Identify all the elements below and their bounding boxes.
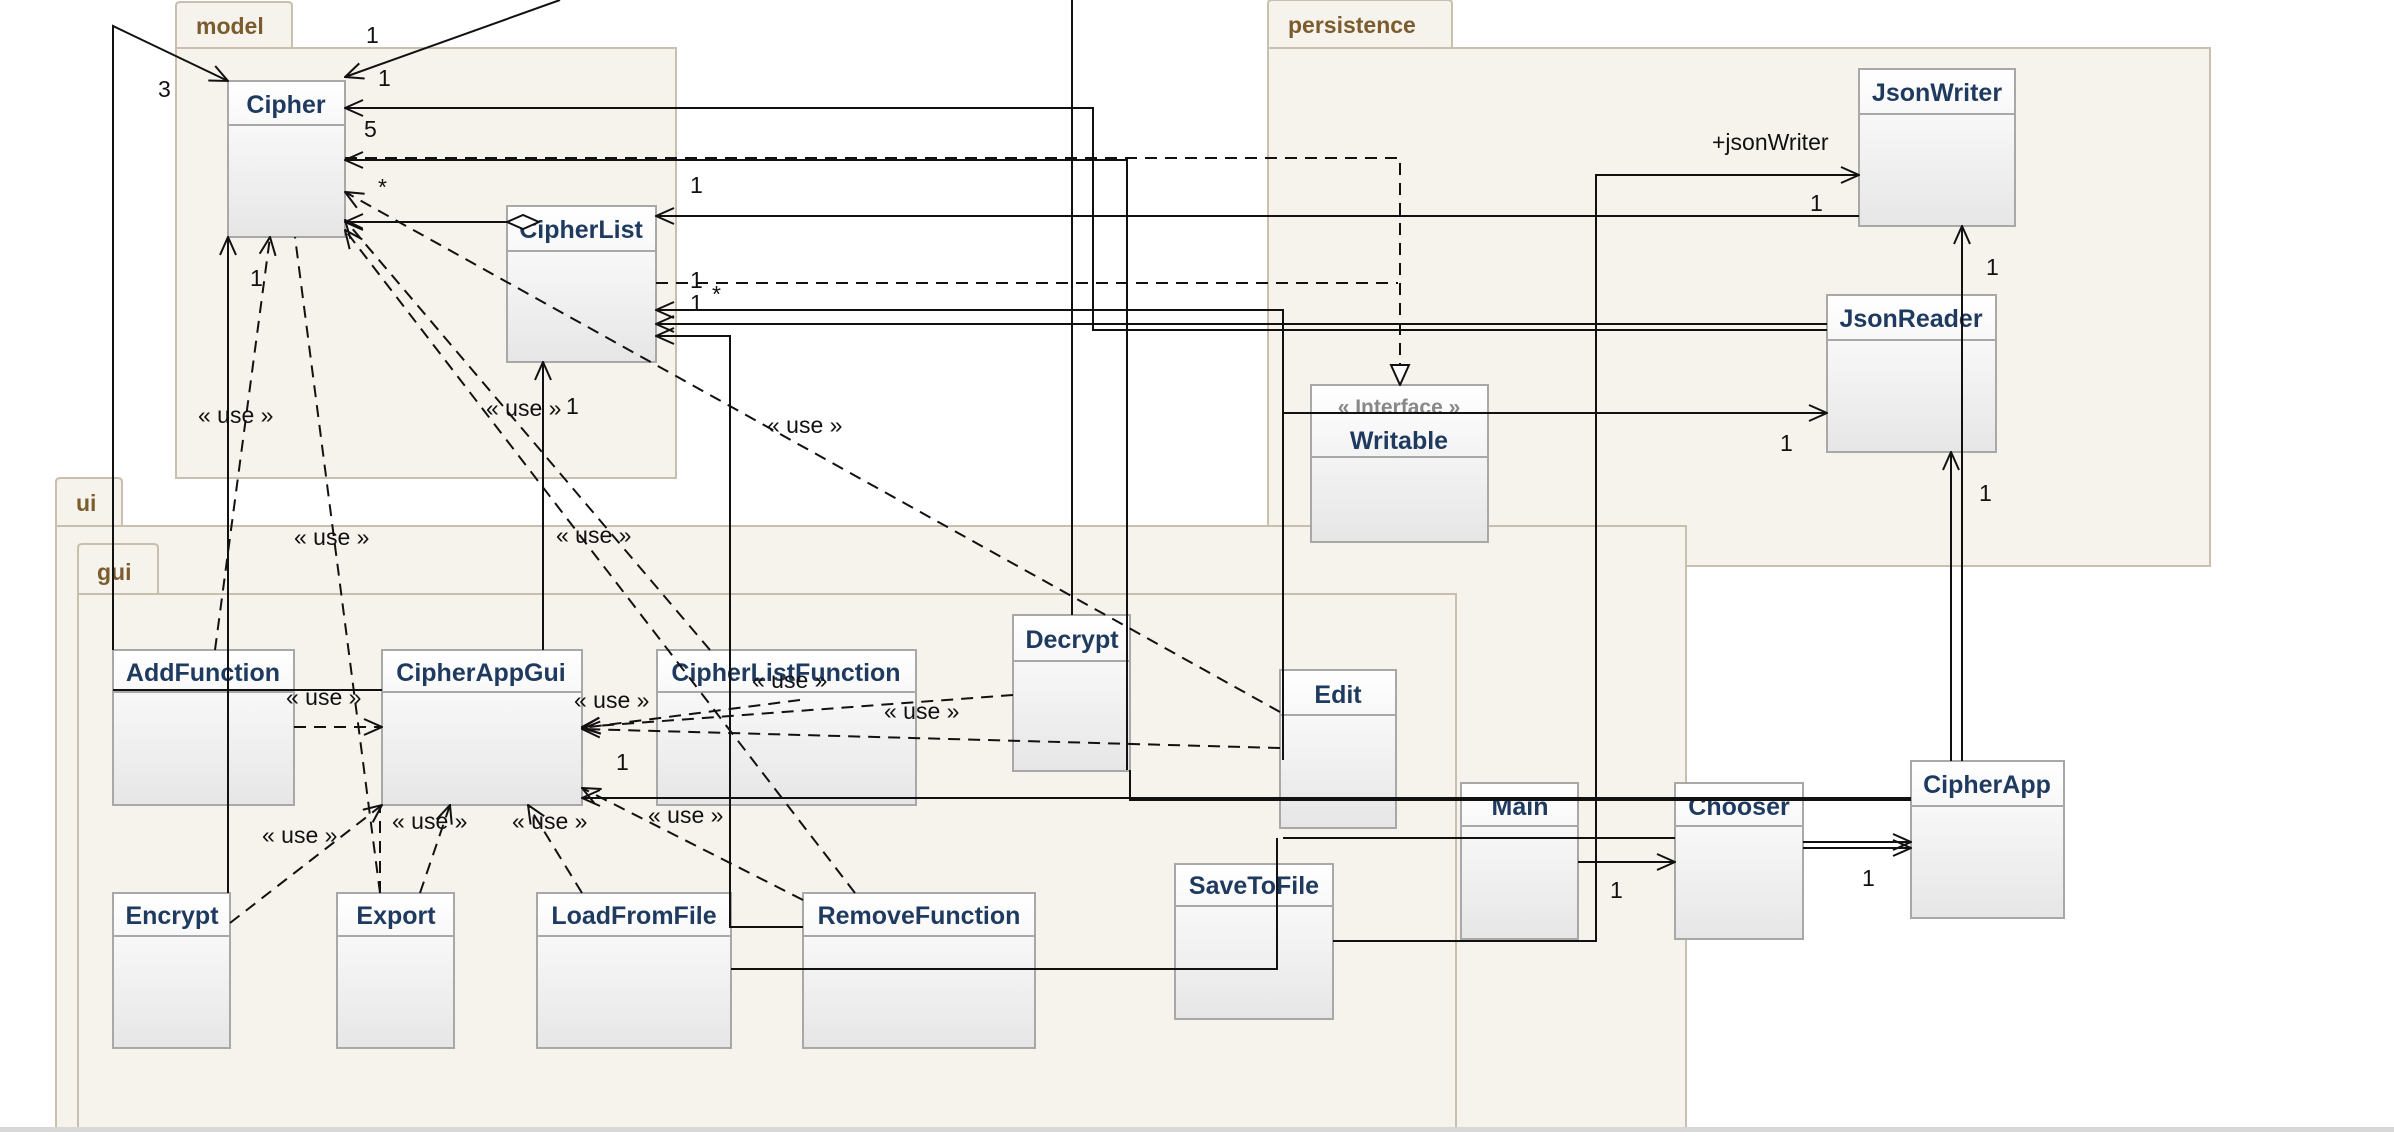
class-export-name: Export (356, 902, 436, 930)
class-main[interactable]: Main (1460, 782, 1579, 940)
use-label: « use » (512, 808, 587, 834)
dep-addfunction-cipher (214, 237, 270, 651)
class-json-writer[interactable]: JsonWriter (1858, 68, 2016, 227)
class-cipher-list-name: CipherList (519, 216, 643, 244)
mult-label: 1 (1780, 430, 1793, 456)
use-label: « use » (294, 524, 369, 550)
mult-label: 1 (1810, 190, 1823, 216)
edge-cipherapp-edit (1129, 770, 1911, 801)
use-label: « use » (574, 687, 649, 713)
use-label: « use » (752, 667, 827, 693)
use-label: « use » (486, 395, 561, 421)
package-model-label: model (196, 13, 264, 39)
bottom-scrollbar-track[interactable] (0, 1127, 2394, 1132)
edge-edit-cipher (345, 160, 1128, 770)
edge-labels: 3 1 1 5 * 1 1 * 1 1 1 1 1 1 1 1 1 1 +jso… (158, 22, 1999, 903)
edge-removefunction-cipherlist (656, 336, 803, 928)
class-save-to-file[interactable]: SaveToFile (1174, 863, 1334, 1020)
mult-label: 1 (690, 172, 703, 198)
class-remove-function-name: RemoveFunction (818, 902, 1021, 930)
use-label: « use » (556, 522, 631, 548)
class-json-reader[interactable]: JsonReader (1826, 294, 1997, 453)
class-cipher-list-function[interactable]: CipherListFunction (656, 649, 917, 806)
package-ui-label: ui (76, 490, 96, 516)
class-encrypt-name: Encrypt (125, 902, 219, 930)
mult-label: 1 (1986, 254, 1999, 280)
mult-label: 1 (690, 290, 703, 316)
package-gui-label: gui (97, 559, 132, 585)
dep-edit-cipherappgui (582, 729, 1281, 749)
edge-savetofile-jsonwriter (1333, 175, 1859, 942)
mult-label: 1 (616, 749, 629, 775)
dep-encrypt-cipherappgui (229, 805, 382, 924)
role-label-jsonwriter: +jsonWriter (1712, 129, 1829, 155)
mult-label: 1 (366, 22, 379, 48)
class-json-reader-name: JsonReader (1839, 305, 1982, 333)
use-label: « use » (884, 698, 959, 724)
class-load-from-file-name: LoadFromFile (551, 902, 716, 930)
class-chooser[interactable]: Chooser (1674, 782, 1804, 940)
class-remove-function[interactable]: RemoveFunction (802, 892, 1036, 1049)
mult-label: 1 (566, 393, 579, 419)
dep-cipherlistfunction-cipherappgui (582, 699, 801, 728)
class-add-function[interactable]: AddFunction (112, 649, 295, 806)
relationships-dashed (214, 157, 1400, 924)
class-encrypt[interactable]: Encrypt (112, 892, 231, 1049)
class-edit[interactable]: Edit (1279, 669, 1397, 829)
mult-label: 1 (250, 265, 263, 291)
edge-jsonreader-cipher (345, 108, 1827, 331)
class-edit-name: Edit (1314, 681, 1362, 709)
use-label: « use » (198, 402, 273, 428)
dep-cipherlistfunction-cipher (345, 220, 711, 651)
mult-label: 1 (1610, 877, 1623, 903)
use-label: « use » (648, 802, 723, 828)
mult-label: 5 (364, 116, 377, 142)
dep-export-cipherappgui (419, 805, 450, 894)
class-cipher[interactable]: Cipher (227, 80, 346, 238)
class-cipher-app-gui[interactable]: CipherAppGui (381, 649, 583, 806)
package-persistence-label: persistence (1288, 12, 1416, 38)
edge-edit-jsonreader (1282, 413, 1827, 760)
use-label: « use » (262, 822, 337, 848)
use-label: « use » (286, 684, 361, 710)
class-writable-stereotype: « Interface » (1338, 396, 1461, 419)
use-label: « use » (767, 412, 842, 438)
use-label: « use » (392, 808, 467, 834)
mult-label: 1 (1979, 480, 1992, 506)
class-writable-name: Writable (1350, 427, 1448, 455)
mult-label: 1 (1862, 865, 1875, 891)
dep-cipher-writable (345, 157, 1400, 385)
class-save-to-file-name: SaveToFile (1189, 872, 1319, 900)
class-cipher-app[interactable]: CipherApp (1910, 760, 2065, 919)
edge-loadfromfile-edit (731, 838, 1278, 970)
relationships-solid (112, 0, 1962, 970)
edge-cipher-top-3 (112, 24, 228, 650)
mult-label: 3 (158, 76, 171, 102)
mult-label: * (378, 174, 387, 200)
class-json-writer-name: JsonWriter (1872, 79, 2002, 107)
class-writable[interactable]: « Interface » Writable (1310, 384, 1489, 543)
class-load-from-file[interactable]: LoadFromFile (536, 892, 732, 1049)
class-cipher-app-gui-name: CipherAppGui (396, 659, 565, 687)
dep-decrypt-cipherappgui (582, 694, 1014, 727)
class-export[interactable]: Export (336, 892, 455, 1049)
mult-label: 1 (690, 267, 703, 293)
mult-label: 1 (378, 65, 391, 91)
edge-cipher-top-1 (345, 0, 561, 77)
class-cipher-name: Cipher (246, 91, 325, 119)
dep-removefunction-cipherappgui (582, 788, 804, 901)
class-decrypt[interactable]: Decrypt (1012, 614, 1131, 772)
class-cipher-app-name: CipherApp (1923, 771, 2051, 799)
class-decrypt-name: Decrypt (1025, 626, 1119, 654)
class-cipher-list[interactable]: CipherList (506, 205, 657, 363)
dep-edit-cipher (345, 192, 1281, 713)
class-cipher-list-function-name: CipherListFunction (671, 659, 900, 687)
mult-label: * (712, 281, 721, 307)
dep-export-cipher (294, 236, 381, 894)
class-add-function-name: AddFunction (126, 659, 280, 687)
dep-loadfromfile-cipherappgui (528, 805, 583, 894)
